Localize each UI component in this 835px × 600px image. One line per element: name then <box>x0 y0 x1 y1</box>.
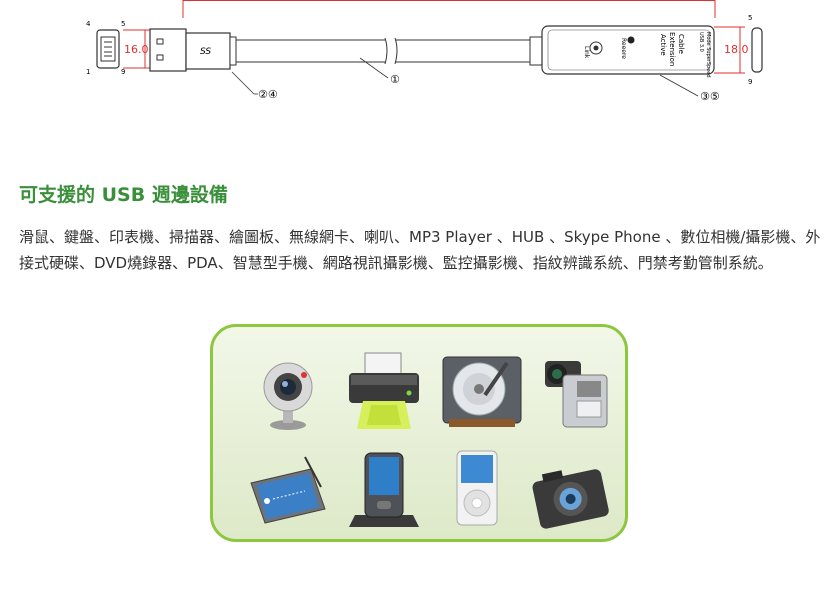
pin-label: 5 <box>121 20 125 28</box>
usb-socket-end-view <box>96 29 120 69</box>
brand-text: Reeere <box>620 38 627 59</box>
box-end-view <box>751 27 763 73</box>
led-label: Link <box>583 46 590 59</box>
box-small-text: USB 3.0 <box>698 32 704 52</box>
box-text-line: Extension <box>668 32 676 66</box>
pin-label: 9 <box>121 68 125 76</box>
pin-label: 9 <box>748 78 752 86</box>
webcam-icon <box>263 362 313 430</box>
section-heading: 可支援的 USB 週邊設備 <box>19 184 228 206</box>
mp3-player-icon <box>456 450 498 526</box>
box-text-line: Cable <box>677 34 685 54</box>
camcorder-icon <box>545 361 608 428</box>
dimension-right: 18.0 <box>724 43 749 56</box>
cable-diagram: 4 5 1 9 16.0 SS Link Reeere Activ <box>86 0 763 103</box>
pin-label: 4 <box>86 20 91 28</box>
pin-label: 1 <box>86 68 90 76</box>
usb-plug: SS <box>149 28 237 72</box>
active-extension-box <box>541 25 715 75</box>
callout-1: ① <box>390 73 400 86</box>
pda-icon <box>349 452 419 527</box>
dimension-left: 16.0 <box>124 43 149 56</box>
callout-35: ③⑤ <box>700 90 720 103</box>
cable <box>236 36 543 66</box>
callout-24: ②④ <box>258 88 278 101</box>
pin-label: 5 <box>748 14 752 22</box>
camera-icon <box>532 469 609 529</box>
device-icons-panel <box>210 324 628 542</box>
superspeed-logo: SS <box>200 47 211 57</box>
box-small-text: Mode SuperSpeed <box>705 32 711 78</box>
printer-icon <box>349 352 419 429</box>
hard-drive-icon <box>442 356 522 427</box>
box-text-line: Active <box>659 34 667 56</box>
supported-devices-text: 滑鼠、鍵盤、印表機、掃描器、繪圖板、無線網卡、喇叭、MP3 Player 、HU… <box>19 228 821 272</box>
tablet-icon <box>250 456 326 524</box>
